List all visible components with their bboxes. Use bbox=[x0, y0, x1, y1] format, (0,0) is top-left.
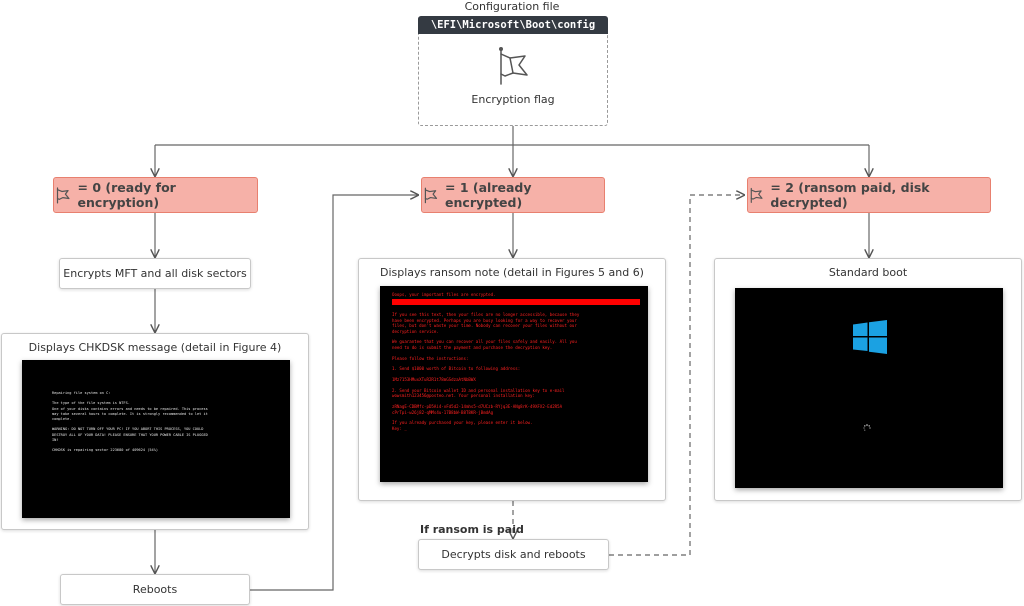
chkdsk-line: The type of the file system is NTFS. bbox=[52, 401, 130, 406]
ransom-header-bar bbox=[392, 299, 640, 306]
chkdsk-panel: Displays CHKDSK message (detail in Figur… bbox=[1, 333, 309, 530]
ransom-line: If you already purchased your key, pleas… bbox=[392, 420, 533, 426]
ransom-line: We guarantee that you can recover all yo… bbox=[392, 339, 577, 345]
ransom-line: 1. Send $1000 worth of Bitcoin to follow… bbox=[392, 366, 521, 372]
encryption-flag-label: Encryption flag bbox=[471, 93, 555, 106]
ransom-line: have been encrypted. Perhaps you are bus… bbox=[392, 317, 577, 323]
ransom-note-screen: Ooops, your important files are encrypte… bbox=[380, 286, 648, 482]
ransom-line: files, but don't waste your time. Nobody… bbox=[392, 323, 577, 329]
config-title: Configuration file bbox=[464, 0, 560, 13]
chkdsk-message: Repairing file system on C: The type of t… bbox=[52, 391, 257, 453]
ransom-line: wowsmith123456@posteo.net. Your personal… bbox=[392, 393, 535, 399]
state-0-label: = 0 (ready for encryption) bbox=[77, 180, 176, 210]
flag-icon bbox=[56, 187, 70, 204]
chkdsk-line: WARNING: DO NOT TURN OFF YOUR PC! IF YOU… bbox=[52, 427, 204, 432]
chkdsk-line: IN! bbox=[52, 437, 59, 442]
flag-icon bbox=[750, 187, 763, 203]
state-flag-1: = 1 (already encrypted) bbox=[421, 177, 605, 213]
state-1-label: = 1 (already encrypted) bbox=[445, 180, 532, 210]
encrypt-mft-step: Encrypts MFT and all disk sectors bbox=[59, 258, 251, 289]
ransom-line: cPrTpi-w26j82-qMMs4u-17B8bW-B8T8KR-jBmdA… bbox=[392, 409, 494, 415]
ransom-line: need to do is submit the payment and pur… bbox=[392, 344, 553, 350]
ransom-line: 2. Send your Bitcoin wallet ID and perso… bbox=[392, 388, 565, 394]
chkdsk-line: Repairing file system on C: bbox=[52, 391, 111, 395]
chkdsk-line: complete. bbox=[52, 417, 72, 421]
boot-screen bbox=[735, 288, 1003, 488]
ransom-line: Key: _ bbox=[392, 425, 407, 431]
ransom-line: Ooops, your important files are encrypte… bbox=[392, 292, 496, 297]
ransom-panel: Displays ransom note (detail in Figures … bbox=[358, 258, 666, 501]
standard-boot-panel: Standard boot bbox=[714, 258, 1022, 501]
windows-logo-icon bbox=[853, 320, 887, 354]
state-flag-2: = 2 (ransom paid, disk decrypted) bbox=[747, 177, 991, 213]
flag-icon bbox=[424, 187, 438, 204]
chkdsk-line: CHKDSK is repairing sector 223680 of 409… bbox=[52, 448, 159, 453]
ransom-line: 1Mz7153HMuxXTuR2R1t78mGSdzaAtNbBWX bbox=[392, 377, 476, 383]
decrypts-disk-step: Decrypts disk and reboots bbox=[418, 539, 609, 570]
ransom-line: decryption service. bbox=[392, 328, 439, 334]
flag-icon bbox=[499, 47, 528, 85]
ransom-panel-title: Displays ransom note (detail in Figures … bbox=[380, 266, 644, 279]
ransom-line: zRNagE-CDBMfc-pD5Ai4-vFd5d2-14mhs5-d7UCz… bbox=[392, 404, 563, 410]
chkdsk-line: DESTROY ALL OF YOUR DATA! PLEASE ENSURE … bbox=[52, 432, 208, 437]
chkdsk-screen: Repairing file system on C: The type of t… bbox=[22, 360, 290, 518]
standard-boot-title: Standard boot bbox=[828, 266, 908, 279]
loading-spinner-icon bbox=[863, 424, 871, 431]
chkdsk-line: One of your disks contains errors and ne… bbox=[52, 406, 208, 411]
ransom-line: Please follow the instructions: bbox=[392, 355, 469, 361]
reboots-step: Reboots bbox=[60, 574, 250, 605]
ransom-paid-label: If ransom is paid bbox=[420, 523, 524, 536]
chkdsk-line: may take several hours to complete. It i… bbox=[52, 411, 208, 416]
state-flag-0: = 0 (ready for encryption) bbox=[53, 177, 258, 213]
connector-decrypt-state2 bbox=[609, 195, 744, 556]
config-path: \EFI\Microsoft\Boot\config bbox=[418, 16, 608, 34]
chkdsk-panel-title: Displays CHKDSK message (detail in Figur… bbox=[28, 341, 282, 354]
ransom-line: If you see this text, then your files ar… bbox=[392, 312, 580, 318]
ransom-note: Ooops, your important files are encrypte… bbox=[392, 292, 640, 431]
state-2-label: = 2 (ransom paid, disk decrypted) bbox=[770, 180, 930, 210]
connector-reboot-state1 bbox=[250, 195, 418, 591]
